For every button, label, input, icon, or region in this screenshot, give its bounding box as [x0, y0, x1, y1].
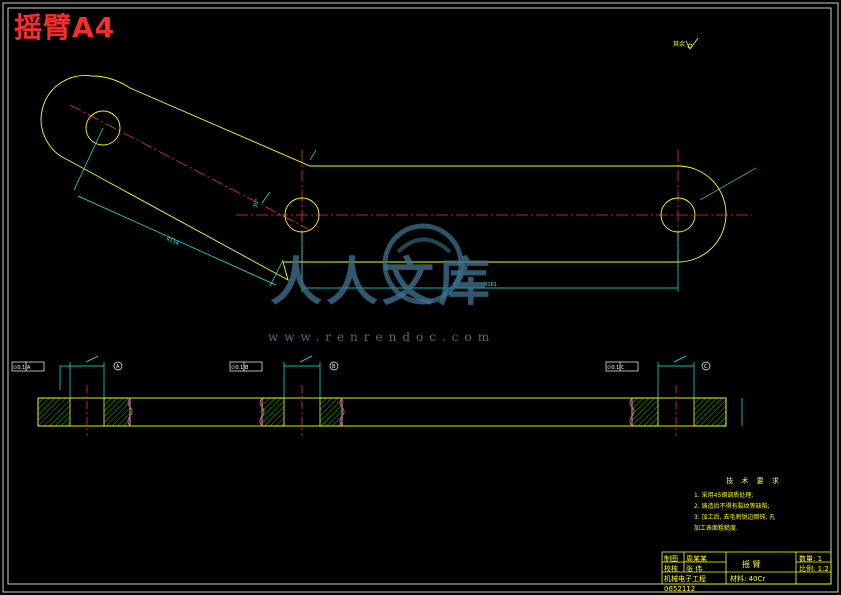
- tb-class: 0652112: [664, 585, 696, 593]
- tech-item: 3. 加工后, 去毛刺锐边倒钝, 孔: [694, 514, 776, 521]
- tech-item: 2. 铸造后不得有裂纹等缺陷;: [694, 503, 770, 510]
- tb-scale: 比例: 1:2: [799, 565, 829, 573]
- surface-note: 其余: [673, 41, 686, 48]
- arm-length-dim: R114: [165, 236, 179, 247]
- break-lines: [127, 397, 635, 427]
- tech-title: 技 术 要 求: [726, 477, 782, 485]
- datum-box-c: ∅0.1|C: [607, 365, 625, 371]
- drawing-heading: 摇臂A4: [14, 11, 116, 44]
- angle-dim: 30°: [252, 198, 261, 209]
- tb-designer: 周某某: [686, 555, 707, 563]
- tb-checked-label: 校核: [664, 565, 678, 573]
- watermark-text: 人人文库: [270, 252, 495, 313]
- tb-qty: 数量: 1: [799, 555, 823, 563]
- tb-part-name: 摇 臂: [742, 560, 761, 569]
- tb-checker: 张 伟: [686, 565, 703, 573]
- inner-border: [7, 7, 832, 585]
- title-block-lines: [661, 551, 832, 585]
- section-hatching: [37, 397, 727, 427]
- tb-material: 材料: 40Cr: [730, 575, 766, 583]
- tb-drawn-label: 制图: [664, 555, 678, 563]
- roughness-symbol: [685, 37, 699, 50]
- datum-letter-a: A: [116, 364, 120, 370]
- tech-requirements: 技 术 要 求 1. 采用45钢调质处理; 2. 铸造后不得有裂纹等缺陷; 3.…: [694, 476, 814, 534]
- dimension-lines: [73, 127, 757, 292]
- datum-letter-c: C: [704, 364, 708, 370]
- tech-item: 加工表面粗糙度.: [694, 525, 738, 532]
- datum-box-a: ∅0.1|A: [13, 365, 31, 371]
- base-length-dim: R161: [484, 282, 497, 288]
- section-outline: [37, 397, 727, 427]
- datum-letter-b: B: [332, 364, 336, 370]
- datum-markers: [113, 361, 711, 371]
- tb-school: 机械电子工程: [664, 575, 706, 583]
- section-dims: [59, 355, 743, 426]
- watermark-url: www.renrendoc.com: [268, 330, 496, 344]
- section-center-lines: [86, 385, 677, 436]
- tech-item: 1. 采用45钢调质处理;: [694, 492, 754, 499]
- watermark-logo: [382, 223, 464, 305]
- datum-box-b: ∅0.1|B: [231, 365, 249, 371]
- datum-frames: [11, 361, 639, 372]
